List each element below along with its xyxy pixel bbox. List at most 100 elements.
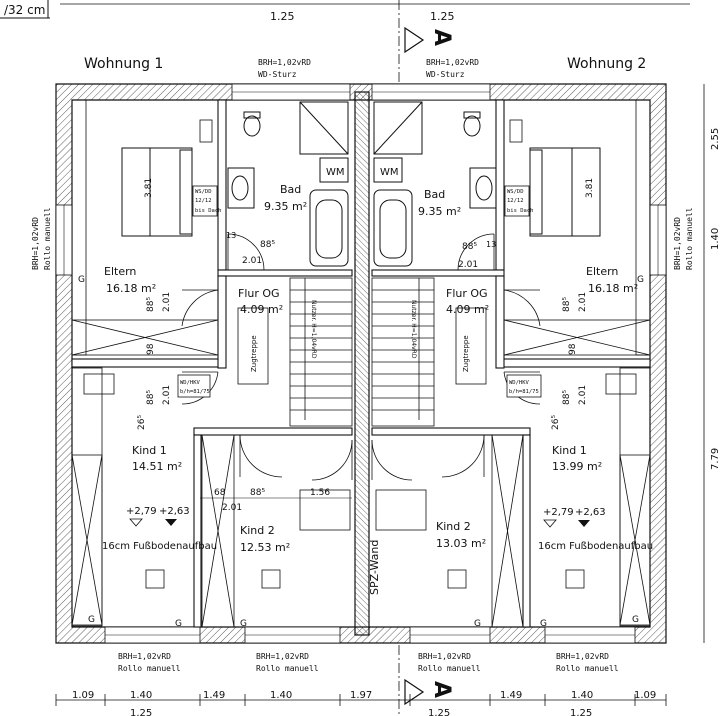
bottom-dim-7: 1.40 bbox=[571, 690, 593, 701]
g-mark-3: G bbox=[88, 615, 95, 625]
bottom-lower-dim-3: 1.25 bbox=[570, 708, 592, 716]
room-eltern-left-name: Eltern bbox=[104, 265, 136, 278]
scale-note: /32 cm bbox=[4, 3, 45, 17]
window-note-bottom-2a: BRH=1,02vRD bbox=[256, 652, 309, 661]
dim-eltern-left-98: 98 bbox=[146, 343, 156, 355]
party-wall-label: SPZ-Wand bbox=[368, 540, 381, 595]
staircase-right bbox=[371, 277, 487, 427]
dim-kind2-885: 88⁵ bbox=[250, 488, 265, 498]
dim-kind1-right-885: 88⁵ bbox=[562, 390, 572, 405]
room-kind2-right-area: 13.03 m² bbox=[436, 537, 486, 550]
stair-note-left: Nutzer. H=1,04vRD bbox=[310, 300, 317, 359]
dim-eltern-right-98: 98 bbox=[568, 343, 578, 355]
room-bad-left-area: 9.35 m² bbox=[264, 200, 307, 213]
right-dim-3: 7.79 bbox=[710, 448, 720, 470]
room-bad-right-name: Bad bbox=[424, 188, 445, 201]
top-dim-2: 1.25 bbox=[430, 10, 455, 23]
bed-dim-right: 3.81 bbox=[585, 178, 595, 198]
dim-kind2-201: 2.01 bbox=[222, 503, 242, 513]
level-markers-right bbox=[543, 519, 590, 528]
wsdd-left-2: 12/12 bbox=[195, 198, 212, 204]
dim-kind1-left-265: 26⁵ bbox=[137, 415, 147, 430]
window-note-right-1: BRH=1,02vRD bbox=[673, 217, 682, 270]
dim-kind1-right-265: 26⁵ bbox=[551, 415, 561, 430]
g-mark-5: G bbox=[240, 619, 247, 629]
floor-note-left: 16cm Fußbodenaufbau bbox=[102, 541, 217, 552]
section-arrow-bottom-icon bbox=[404, 678, 425, 706]
room-kind2-left-name: Kind 2 bbox=[240, 524, 275, 537]
dim-eltern-left-885: 88⁵ bbox=[146, 297, 156, 312]
level-left-2: +2,63 bbox=[159, 506, 190, 517]
room-kind1-right-area: 13.99 m² bbox=[552, 460, 602, 473]
dim-bad-left-885: 88⁵ bbox=[260, 240, 275, 250]
dim-kind2-68: 68 bbox=[214, 488, 226, 498]
room-eltern-right-area: 16.18 m² bbox=[588, 282, 638, 295]
level-left-1: +2,79 bbox=[126, 506, 157, 517]
room-kind2-right-name: Kind 2 bbox=[436, 520, 471, 533]
window-note-bottom-3b: Rollo manuell bbox=[418, 664, 481, 673]
room-eltern-left-area: 16.18 m² bbox=[106, 282, 156, 295]
right-dim-1: 2.55 bbox=[710, 128, 720, 150]
chimney-left bbox=[192, 185, 218, 217]
window-note-left-2: Rollo manuell bbox=[43, 207, 52, 270]
section-marker-top: A bbox=[429, 29, 454, 46]
wsdd-right-2: 12/12 bbox=[507, 198, 524, 204]
g-mark-8: G bbox=[632, 615, 639, 625]
dim-bad-left-13: 13 bbox=[226, 231, 236, 240]
bottom-dim-5: 1.97 bbox=[350, 690, 372, 701]
dim-kind1-left-201: 2.01 bbox=[162, 385, 172, 405]
dim-bad-right-885: 88⁵ bbox=[462, 242, 477, 252]
bottom-dim-4: 1.40 bbox=[270, 690, 292, 701]
window-note-bottom-4a: BRH=1,02vRD bbox=[556, 652, 609, 661]
right-dim-2: 1.40 bbox=[710, 228, 720, 250]
dim-eltern-left-201: 2.01 bbox=[162, 292, 172, 312]
window-note-bottom-1a: BRH=1,02vRD bbox=[118, 652, 171, 661]
bottom-dim-3: 1.49 bbox=[203, 690, 225, 701]
interior-dimensions: 88⁵ 2.01 13 88⁵ 2.01 13 88⁵ 2.01 98 88⁵ … bbox=[137, 231, 588, 513]
room-flur-right-area: 4.09 m² bbox=[446, 303, 489, 316]
bottom-dim-1: 1.09 bbox=[72, 690, 94, 701]
window-note-top-right-2: WD-Sturz bbox=[426, 70, 465, 79]
wm-left: WM bbox=[326, 167, 345, 178]
dim-kind2-156: 1.56 bbox=[310, 488, 330, 498]
chimney-right bbox=[504, 185, 530, 217]
wsdd-left-3: bis Dach bbox=[195, 208, 222, 214]
built-in-closets bbox=[71, 99, 651, 628]
unit-title-right: Wohnung 2 bbox=[567, 56, 646, 72]
room-kind1-left-area: 14.51 m² bbox=[132, 460, 182, 473]
bottom-dim-2: 1.40 bbox=[130, 690, 152, 701]
g-mark-4: G bbox=[175, 619, 182, 629]
window-note-top-right-1: BRH=1,02vRD bbox=[426, 58, 479, 67]
wm-right: WM bbox=[380, 167, 399, 178]
wdhkv-right-1: WD/HKV bbox=[509, 380, 530, 386]
dim-bad-right-13: 13 bbox=[486, 240, 496, 249]
stair-note-right: Nutzer. H=1,04vRD bbox=[410, 300, 417, 359]
room-eltern-right-name: Eltern bbox=[586, 265, 618, 278]
bottom-lower-dim-2: 1.25 bbox=[428, 708, 450, 716]
room-kind1-left-name: Kind 1 bbox=[132, 444, 167, 457]
level-right-2: +2,63 bbox=[575, 507, 606, 518]
zugtreppe-right: Zugtreppe bbox=[462, 335, 470, 372]
wdhkv-left-2: b/h=81/75 bbox=[180, 389, 210, 395]
bottom-lower-dim-1: 1.25 bbox=[130, 708, 152, 716]
g-mark-6: G bbox=[474, 619, 481, 629]
bath-right-fixtures bbox=[373, 101, 497, 267]
wsdd-right-3: bis Dach bbox=[507, 208, 534, 214]
radiator-marks: G G G G G G G G bbox=[78, 275, 644, 629]
dim-kind1-right-201: 2.01 bbox=[578, 385, 588, 405]
window-note-left-1: BRH=1,02vRD bbox=[31, 217, 40, 270]
g-mark-7: G bbox=[540, 619, 547, 629]
room-flur-left-name: Flur OG bbox=[238, 287, 280, 300]
dim-bad-left-201: 2.01 bbox=[242, 256, 262, 266]
section-arrow-icon bbox=[404, 26, 425, 54]
window-note-right-2: Rollo manuell bbox=[685, 207, 694, 270]
room-bad-right-area: 9.35 m² bbox=[418, 205, 461, 218]
window-note-bottom-2b: Rollo manuell bbox=[256, 664, 319, 673]
wsdd-left-1: WS/DD bbox=[195, 189, 212, 195]
floor-note-right: 16cm Fußbodenaufbau bbox=[538, 541, 653, 552]
window-note-bottom-1b: Rollo manuell bbox=[118, 664, 181, 673]
window-note-top-left-2: WD-Sturz bbox=[258, 70, 297, 79]
window-note-top-left-1: BRH=1,02vRD bbox=[258, 58, 311, 67]
bottom-dim-6: 1.49 bbox=[500, 690, 522, 701]
staircase-left bbox=[237, 277, 353, 427]
